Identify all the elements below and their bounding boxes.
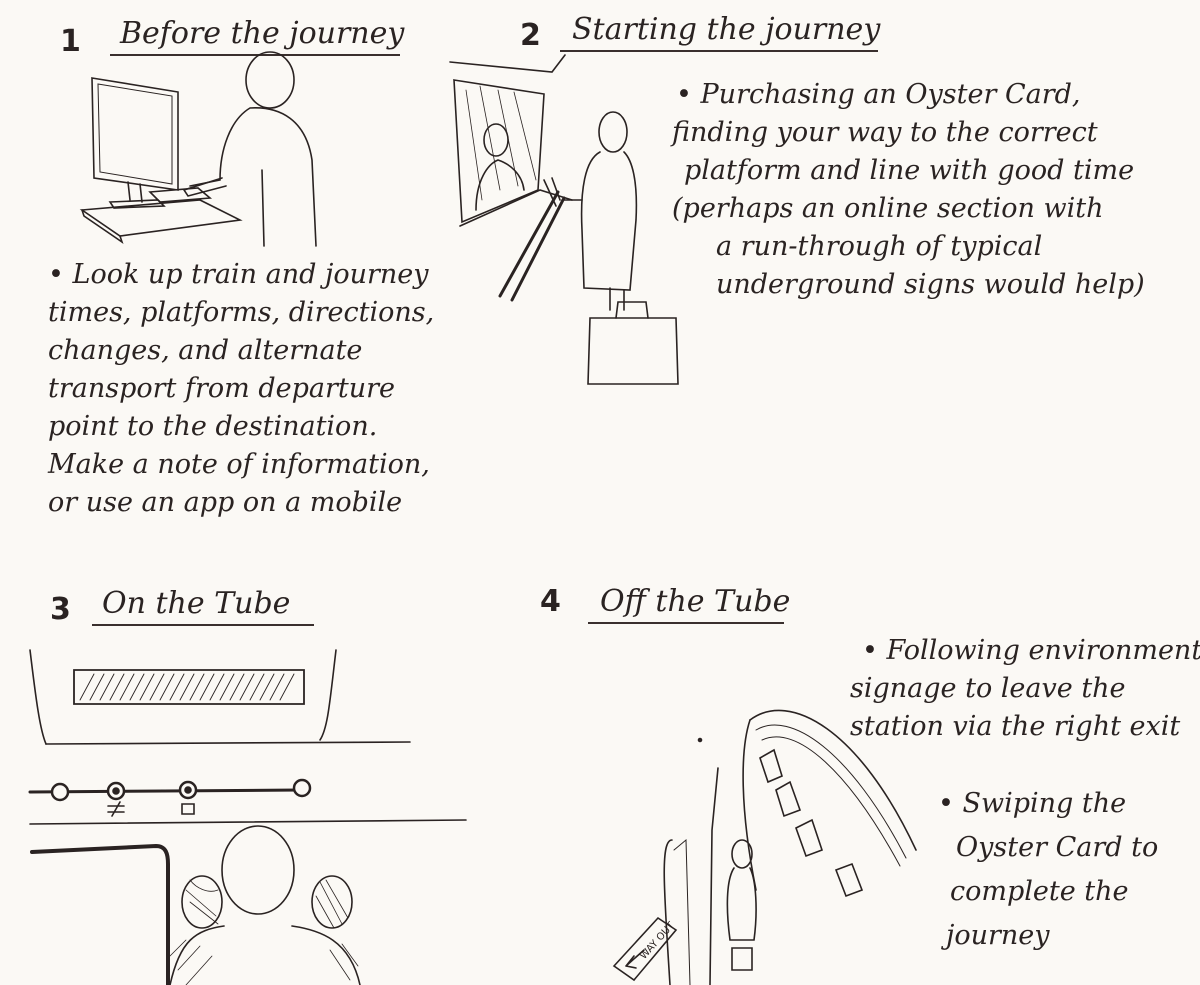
panel-3-number: 3: [50, 592, 71, 627]
panel-4-note-line: Oyster Card to: [956, 832, 1159, 863]
panel-3-title-underline: [92, 624, 314, 626]
panel-2-title-underline: [560, 50, 878, 52]
panel-2-title: Starting the journey: [572, 12, 881, 47]
panel-4-note-line: station via the right exit: [850, 711, 1181, 742]
panel-2-note-line: a run-through of typical: [716, 231, 1043, 262]
panel-3-title: On the Tube: [102, 586, 291, 621]
panel-1-note-line: changes, and alternate: [48, 335, 363, 366]
panel-2-note-line: finding your way to the correct: [672, 117, 1098, 148]
panel-2-note-line: platform and line with good time: [684, 155, 1135, 186]
panel-4-title-underline: [588, 622, 784, 624]
tube-carriage-sketch: [20, 640, 480, 985]
panel-4-note-line: signage to leave the: [850, 673, 1126, 704]
ticket-window-sketch: [440, 50, 680, 390]
panel-4-note-line: complete the: [950, 876, 1129, 907]
panel-4-note-line: • Swiping the: [938, 788, 1127, 819]
panel-2-number: 2: [520, 18, 541, 53]
panel-1-note-line: times, platforms, directions,: [48, 297, 435, 328]
panel-4-note-line: journey: [946, 920, 1050, 951]
panel-1-note-line: Make a note of information,: [48, 449, 430, 480]
panel-2-note: • Purchasing an Oyster Card, finding you…: [672, 76, 1145, 304]
panel-4-title: Off the Tube: [600, 584, 791, 619]
computer-user-sketch: [80, 50, 340, 250]
panel-1-note-line: point to the destination.: [48, 411, 378, 442]
panel-1-number: 1: [60, 24, 81, 59]
panel-2-note-line: (perhaps an online section with: [672, 193, 1104, 224]
panel-1-title: Before the journey: [120, 16, 405, 51]
panel-1-note-line: or use an app on a mobile: [48, 487, 403, 518]
exit-sign-text: WAY OUT: [638, 920, 678, 962]
panel-1-note-line: • Look up train and journey: [48, 259, 429, 290]
panel-2-note-line: underground signs would help): [716, 269, 1145, 300]
panel-1-note-line: transport from departure: [48, 373, 395, 404]
platform-exit-sketch: WAY OUT: [600, 690, 930, 985]
panel-2-note-line: • Purchasing an Oyster Card,: [676, 79, 1081, 110]
panel-4-note-oyster: • Swiping the Oyster Card to complete th…: [938, 782, 1158, 958]
panel-4-note-line: • Following environmental: [862, 635, 1200, 666]
panel-1-note: • Look up train and journey times, platf…: [48, 256, 434, 522]
panel-4-number: 4: [540, 584, 561, 619]
panel-4-note-exit: • Following environmental signage to lea…: [850, 632, 1200, 746]
panel-1-title-underline: [110, 54, 400, 56]
